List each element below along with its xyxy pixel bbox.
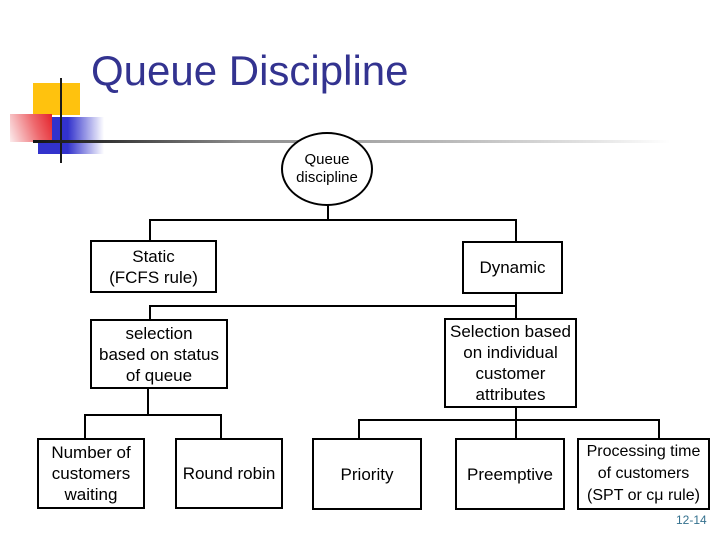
text-line: on individual: [463, 343, 558, 362]
connector-drop-number-waiting: [84, 414, 86, 440]
connector-level3-right-horizontal: [358, 419, 660, 421]
node-dynamic: Dynamic: [462, 241, 563, 294]
connector-attributes-down: [515, 408, 517, 440]
text-line: (SPT or cμ rule): [587, 487, 700, 504]
page-number: 12-14: [676, 513, 707, 527]
text-line: attributes: [475, 385, 546, 404]
connector-level2-horizontal: [149, 305, 517, 307]
connector-dynamic-to-attributes: [515, 294, 517, 320]
connector-drop-round-robin: [220, 414, 222, 440]
slide-title: Queue Discipline: [91, 47, 409, 94]
text-line: Priority: [340, 464, 394, 484]
connector-status-queue-down: [147, 389, 149, 416]
decor-red-square: [10, 114, 52, 142]
text-line: Number of: [51, 443, 131, 462]
node-processing-time: Processing time of customers (SPT or cμ …: [577, 438, 710, 510]
text-line: (FCFS rule): [109, 267, 198, 287]
text-line: Static: [132, 246, 175, 266]
text-line: Dynamic: [479, 258, 546, 277]
text-line: based on status: [98, 344, 220, 364]
text-line: Queue: [304, 151, 350, 168]
text-line: discipline: [296, 169, 358, 186]
connector-drop-status-queue: [149, 305, 151, 321]
node-number-customers-waiting: Number of customers waiting: [37, 438, 145, 509]
text-line: Selection based: [450, 322, 571, 341]
text-line: of queue: [125, 365, 193, 385]
node-queue-discipline: Queue discipline: [281, 132, 373, 206]
connector-drop-priority: [358, 419, 360, 440]
node-static: Static (FCFS rule): [90, 240, 217, 293]
text-line: of customers: [597, 465, 690, 482]
decor-vertical-line: [60, 78, 62, 163]
text-line: Preemptive: [467, 464, 553, 484]
node-round-robin: Round robin: [175, 438, 283, 509]
text-line: customers: [51, 464, 131, 483]
node-preemptive: Preemptive: [455, 438, 565, 510]
text-line: waiting: [64, 485, 118, 504]
text-line: selection: [125, 323, 193, 343]
connector-level3-left-horizontal: [84, 414, 222, 416]
node-selection-status-queue: selection based on status of queue: [90, 319, 228, 389]
connector-drop-dynamic: [515, 219, 517, 243]
connector-level1-horizontal: [149, 219, 517, 221]
node-selection-individual-attributes: Selection based on individual customer a…: [444, 318, 577, 408]
text-line: Round robin: [182, 464, 276, 483]
text-line: Processing time: [586, 443, 701, 460]
connector-root-stub: [327, 204, 329, 220]
title-underline-rule: [33, 140, 690, 143]
text-line: customer: [475, 364, 546, 383]
connector-drop-static: [149, 219, 151, 242]
connector-drop-processing-time: [658, 419, 660, 440]
node-priority: Priority: [312, 438, 422, 510]
decor-yellow-square: [33, 83, 80, 115]
